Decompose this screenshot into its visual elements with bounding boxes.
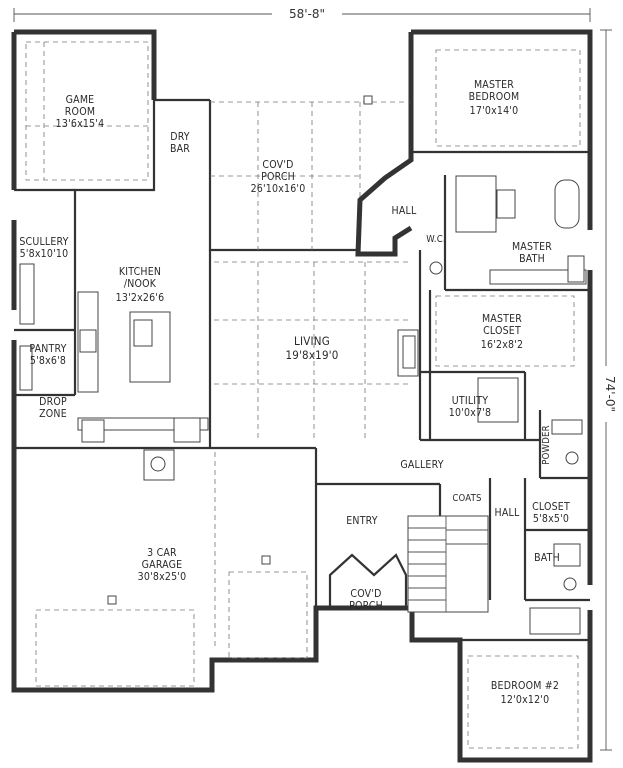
powder-label: POWDER	[541, 425, 552, 464]
bath-fixtures	[429, 175, 587, 635]
rear-porch	[208, 95, 410, 252]
stairs	[407, 515, 489, 613]
kitchen-fixtures	[19, 263, 419, 443]
depth-dimension: 74'-0"	[603, 376, 617, 412]
width-dimension: 58'-8"	[289, 7, 325, 21]
ceiling-lines	[25, 41, 581, 749]
hall-upper-label: HALL	[392, 205, 417, 217]
wc-label: W.C.	[426, 234, 446, 245]
interior-walls	[14, 100, 590, 642]
hall-lower-label: HALL	[495, 507, 520, 519]
gallery-label: GALLERY	[400, 459, 443, 471]
front-porch	[328, 553, 408, 608]
garage-doors	[35, 449, 308, 687]
entry-label: ENTRY	[346, 515, 377, 527]
bath-label: BATH	[534, 552, 560, 564]
dimension-lines: 58'-8" 74'-0"	[13, 6, 617, 751]
coats-label: COATS	[452, 493, 481, 504]
exterior-walls	[11, 29, 593, 763]
